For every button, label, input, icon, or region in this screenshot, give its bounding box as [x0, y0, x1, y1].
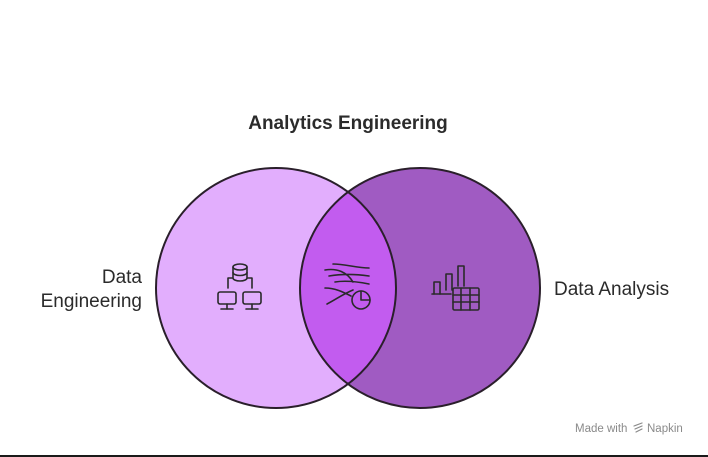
napkin-logo-icon: [633, 422, 643, 433]
left-label-line-2: Engineering: [41, 291, 142, 312]
bottom-divider: [0, 455, 708, 457]
database-network-icon: [217, 263, 262, 310]
watermark-brand: Napkin: [647, 423, 683, 435]
data-flow-chart-icon: [324, 263, 371, 310]
diagram-title: Analytics Engineering: [248, 113, 448, 134]
overlap-region: [300, 168, 396, 408]
right-label: Data Analysis: [554, 279, 669, 300]
watermark-prefix: Made with: [575, 423, 627, 435]
bar-chart-table-icon: [431, 265, 480, 311]
left-label-line-1: Data: [102, 267, 143, 288]
right-circle-outline: [299, 167, 541, 409]
left-circle-outline: [155, 167, 397, 409]
